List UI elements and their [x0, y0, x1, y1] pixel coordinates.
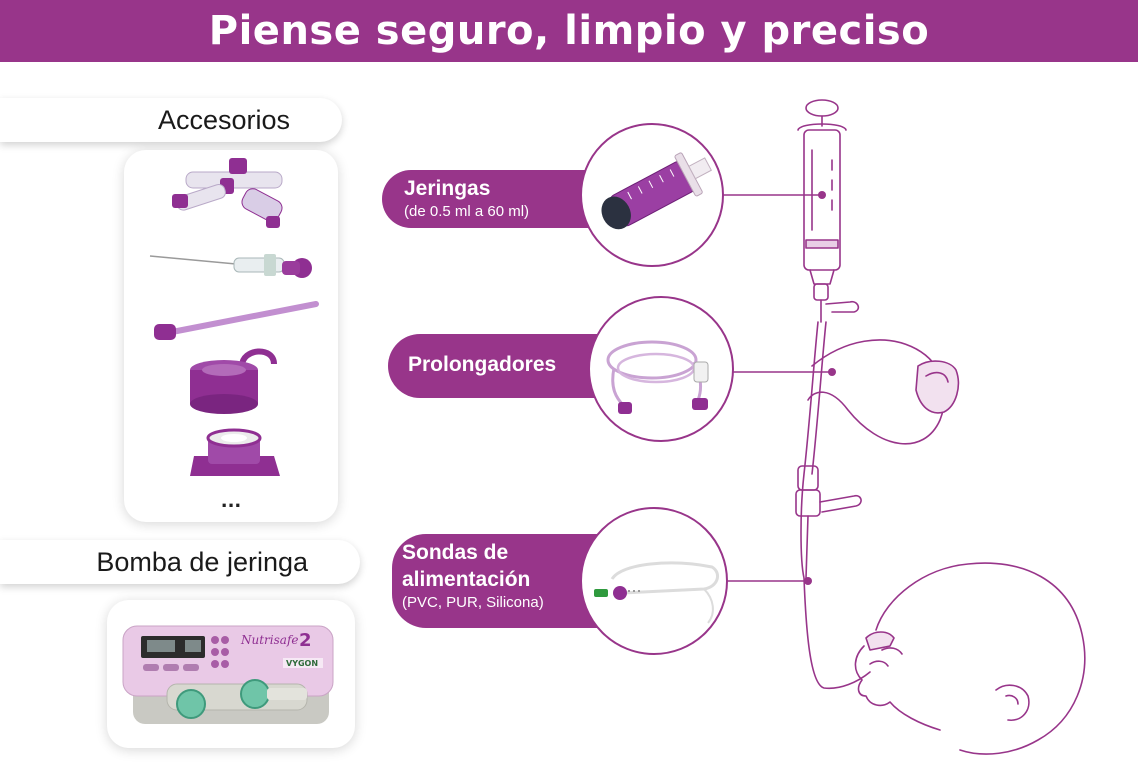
- callout-extensions-title: Prolongadores: [408, 353, 557, 376]
- extension-circle: [588, 296, 734, 442]
- syringe-image: [601, 152, 713, 230]
- syringe-pump-image: Nutrisafe 2 VYGON: [122, 625, 334, 724]
- pump-label: Bomba de jeringa: [0, 540, 360, 584]
- pump-card: Nutrisafe 2 VYGON: [107, 600, 355, 748]
- syringe-plunger-outline: [805, 99, 839, 117]
- extension-set-image: [606, 340, 709, 414]
- callout-feeding-tubes-subtitle: (PVC, PUR, Silicona): [402, 594, 544, 611]
- feeding-tube-image: [594, 561, 720, 624]
- accessories-label-text: Accesorios: [157, 104, 290, 135]
- needle-image: [149, 254, 312, 278]
- extension-tube-image: [154, 301, 319, 340]
- pump-label-text: Bomba de jeringa: [96, 546, 308, 577]
- pump-model: 2: [299, 630, 312, 651]
- callout-syringes-subtitle: (de 0.5 ml a 60 ml): [404, 203, 530, 220]
- callout-feeding-tubes: Sondas de alimentación (PVC, PUR, Silico…: [392, 534, 602, 628]
- adapter-image: [190, 428, 280, 476]
- callout-syringes-title: Jeringas: [404, 177, 491, 200]
- accessories-card: ...: [124, 150, 338, 522]
- more-accessories-indicator: ...: [220, 491, 242, 512]
- bottle-cap-image: [190, 348, 277, 414]
- feeding-tube-circle: [580, 507, 728, 655]
- callout-feeding-tubes-title-line1: Sondas de: [402, 541, 509, 564]
- pump-maker: VYGON: [286, 659, 318, 668]
- callout-extensions: Prolongadores: [388, 334, 610, 398]
- accessories-illustration: [149, 158, 319, 476]
- stopcock-image: [172, 158, 283, 228]
- syringe-circle: [580, 123, 724, 267]
- infant-feeding-illustration: [795, 99, 1086, 755]
- syringe-barrel-outline: [803, 129, 841, 271]
- page-title: Piense seguro, limpio y preciso: [208, 8, 930, 54]
- callout-syringes: Jeringas (de 0.5 ml a 60 ml): [382, 170, 604, 228]
- pump-brand: Nutrisafe: [240, 633, 298, 647]
- accessories-label: Accesorios: [0, 98, 342, 142]
- header-banner: Piense seguro, limpio y preciso: [0, 0, 1138, 62]
- callout-feeding-tubes-title-line2: alimentación: [402, 568, 531, 591]
